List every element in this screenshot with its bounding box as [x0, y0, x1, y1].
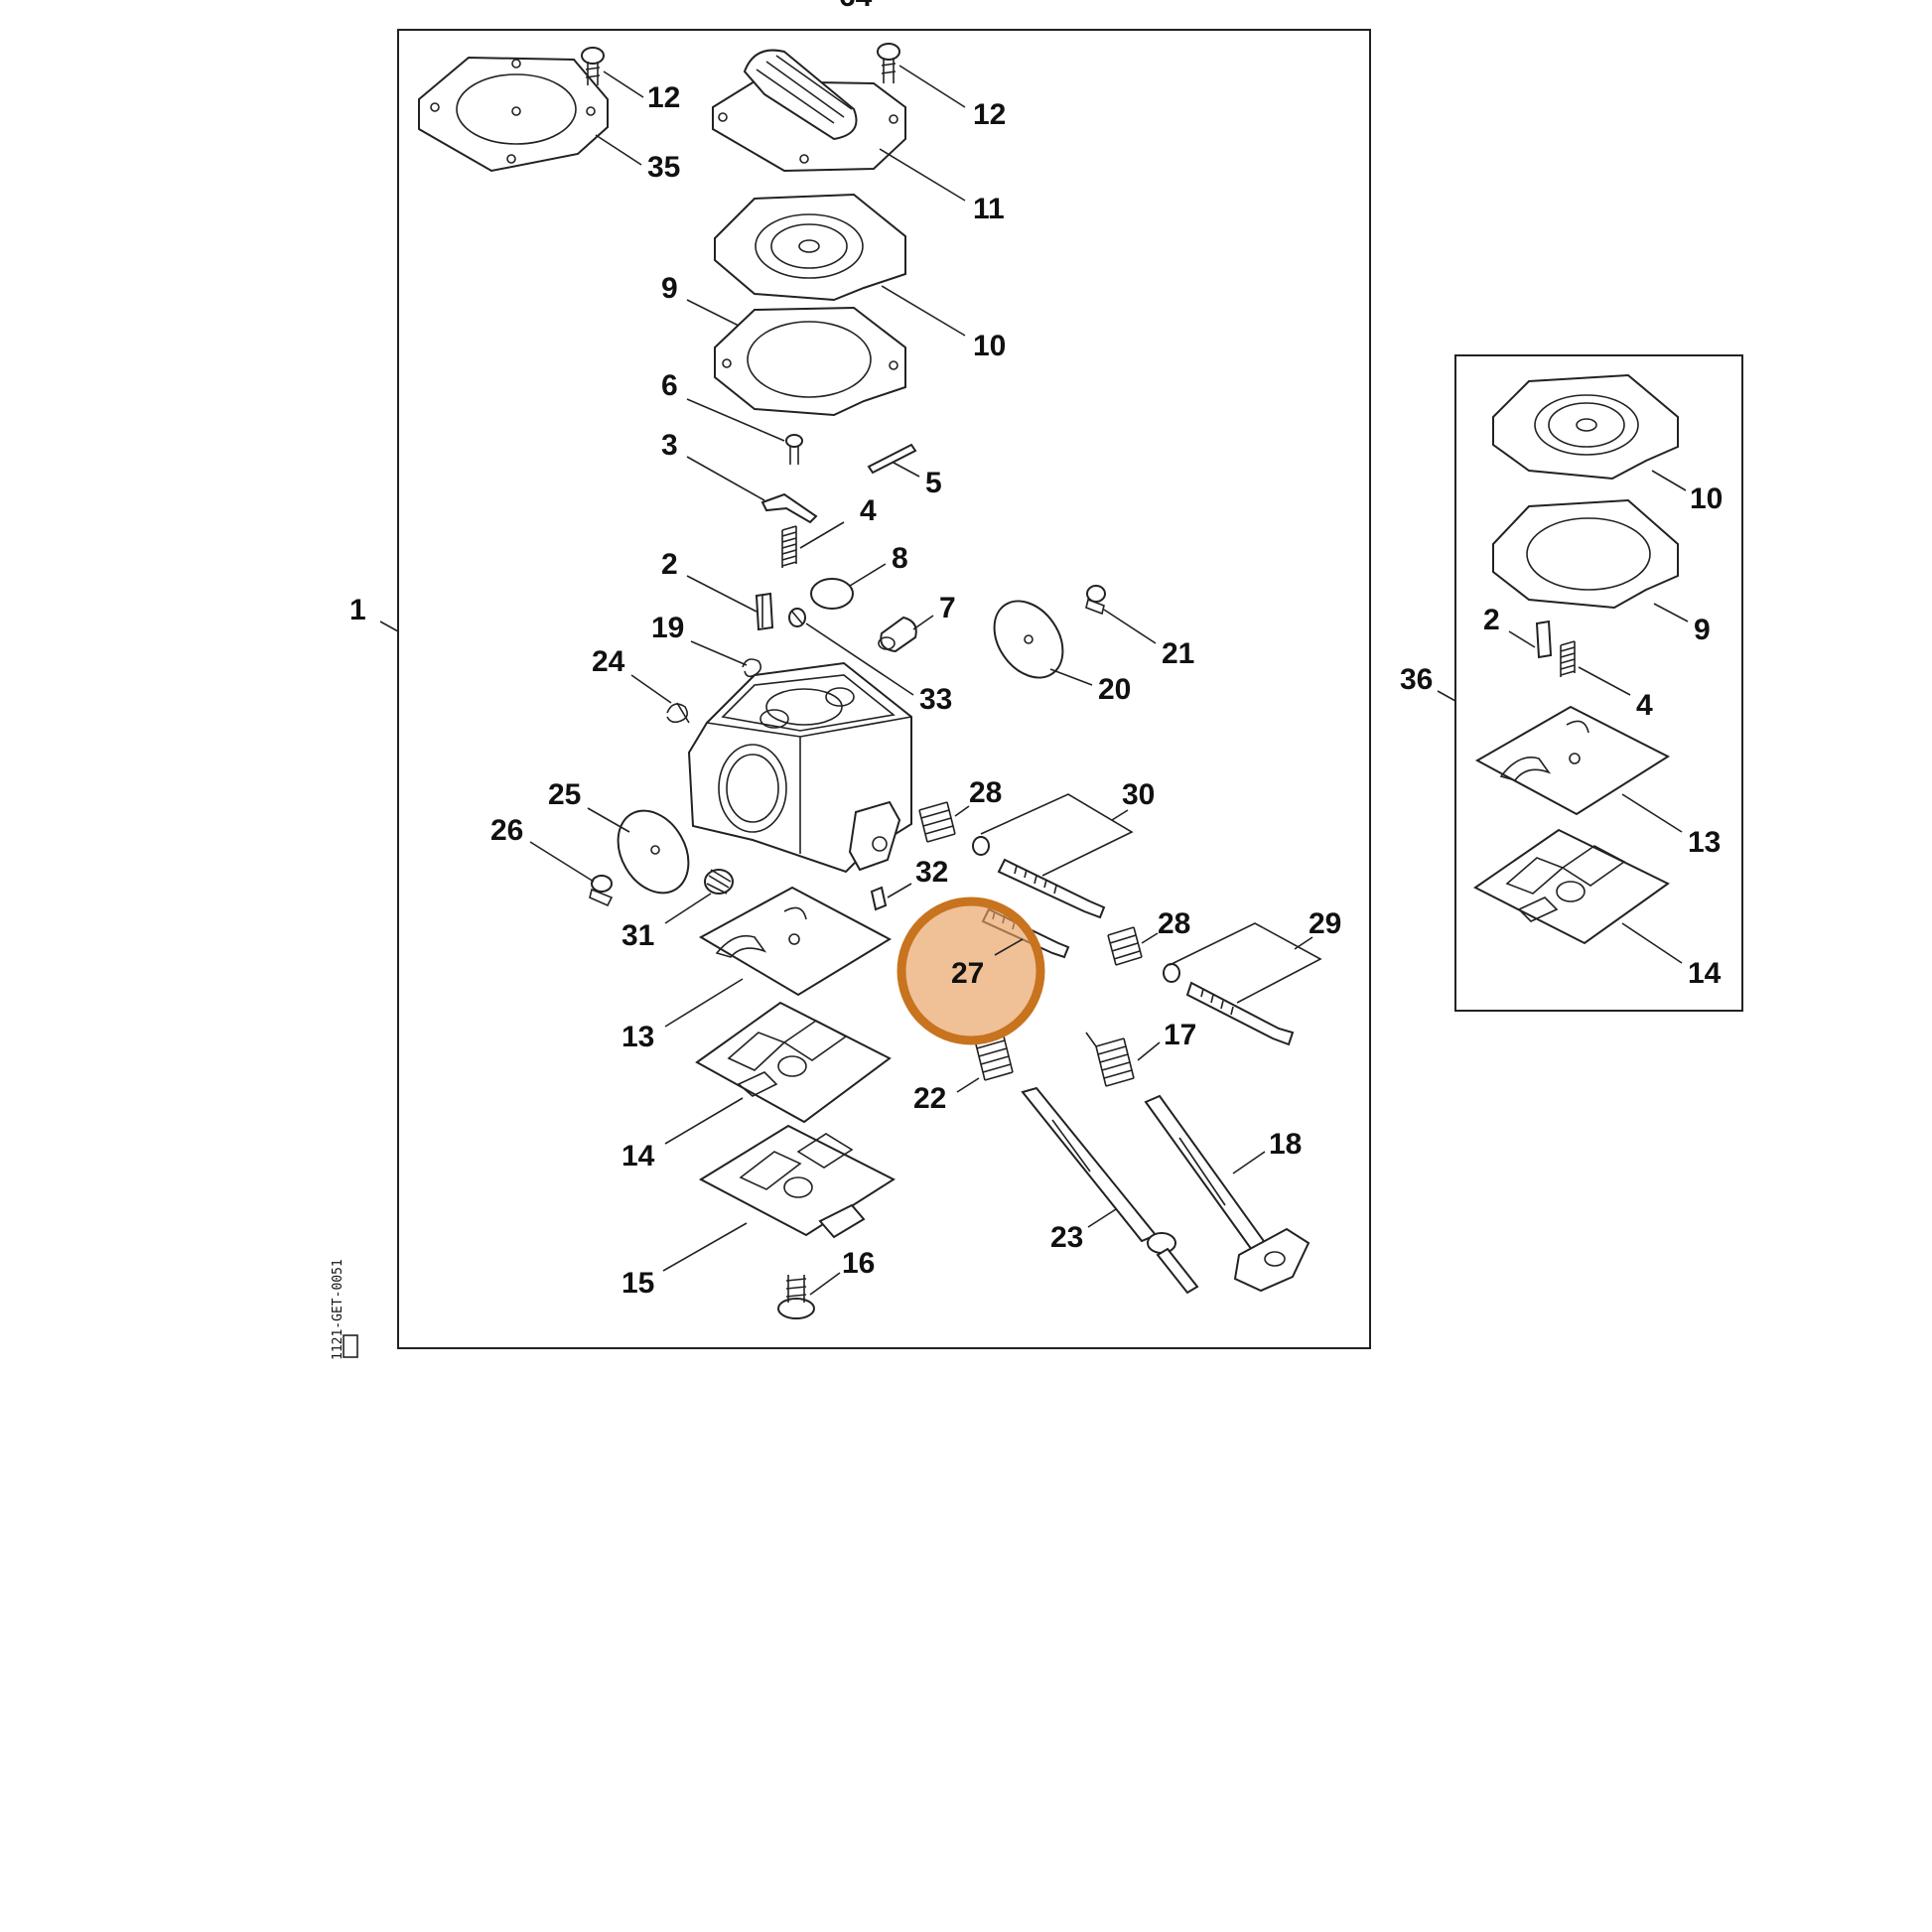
drawing-code: 1121-GET-0051 — [331, 1259, 345, 1360]
part-23-choke-shaft — [1021, 1086, 1199, 1295]
callout-24: 24 — [592, 645, 625, 678]
part-29-adjusting-screw — [1185, 981, 1295, 1046]
bracket-29 — [1169, 922, 1322, 1004]
part-11-intake-cover — [712, 49, 906, 173]
callout-9: 9 — [661, 272, 678, 305]
part-6-screw — [785, 434, 803, 465]
part-12-screw-left — [581, 47, 605, 85]
callout-21: 21 — [1162, 637, 1194, 670]
part-17-spring — [1085, 1032, 1135, 1087]
kit-callout-2: 2 — [1483, 604, 1500, 636]
callout-1: 1 — [349, 594, 366, 626]
callout-8: 8 — [892, 542, 908, 575]
callout-11: 11 — [973, 193, 1005, 225]
callout-6: 6 — [661, 369, 678, 402]
part-31-detent — [704, 869, 734, 895]
callout-7: 7 — [939, 592, 956, 624]
callout-33: 33 — [919, 683, 952, 716]
callouts-kit: 10 9 2 4 13 14 — [1483, 470, 1723, 990]
callout-29: 29 — [1309, 907, 1341, 940]
carburetor-body — [687, 661, 912, 874]
callout-19: 19 — [651, 612, 684, 644]
part-19-clip — [742, 658, 762, 678]
callouts-main: 12 35 12 11 10 9 6 3 5 4 2 8 7 19 33 24 … — [490, 65, 1341, 1300]
callout-18: 18 — [1269, 1128, 1302, 1161]
part-30-adjusting-screw — [997, 858, 1106, 919]
kit-part-2-needle — [1535, 620, 1553, 659]
callout-20: 20 — [1098, 673, 1131, 706]
kit-callout-10: 10 — [1690, 483, 1723, 515]
part-25-choke-shutter — [617, 809, 690, 895]
part-oring-upper — [972, 836, 990, 856]
callout-15: 15 — [621, 1267, 654, 1300]
callout-27[interactable]: 27 — [951, 957, 984, 990]
bracket-30 — [980, 793, 1134, 877]
top-cut-label: 64 — [839, 0, 873, 13]
kit-part-9-gasket — [1492, 498, 1679, 610]
part-7-fitting — [878, 616, 917, 653]
callout-4: 4 — [860, 494, 877, 527]
callout-31: 31 — [621, 919, 654, 952]
part-35-cover — [418, 56, 609, 173]
part-28-spring-upper — [918, 801, 956, 843]
kit-part-4-spring — [1560, 640, 1576, 677]
part-20-throttle-shutter — [993, 600, 1064, 679]
kit-callout-4: 4 — [1636, 689, 1653, 722]
kit-callout-14: 14 — [1688, 957, 1722, 990]
callout-23: 23 — [1050, 1221, 1083, 1254]
kit-part-14-diaphragm — [1473, 828, 1670, 945]
kit-part-10-cover — [1492, 373, 1679, 481]
kit-part-13-gasket — [1474, 705, 1671, 816]
part-4-spring — [781, 525, 797, 568]
callout-22: 22 — [913, 1082, 946, 1115]
part-12-screw-right — [877, 43, 900, 83]
part-33-plug — [788, 608, 806, 627]
part-9-gasket — [714, 306, 906, 417]
callout-13: 13 — [621, 1021, 654, 1053]
callout-26: 26 — [490, 814, 523, 847]
part-2-inlet-needle — [755, 592, 774, 631]
part-5-pin — [867, 443, 917, 475]
callout-10: 10 — [973, 330, 1006, 362]
part-28-spring-lower — [1107, 926, 1143, 966]
repair-kit-frame — [1454, 354, 1743, 1012]
part-3-lever — [760, 492, 818, 524]
highlight-marker-27[interactable]: 27 — [897, 897, 1045, 1045]
svg-text:1121-GET-0051: 1121-GET-0051 — [331, 1259, 345, 1360]
part-14-diaphragm — [695, 1001, 892, 1124]
main-assembly-frame — [397, 29, 1371, 1349]
callout-3: 3 — [661, 429, 678, 462]
highlight-circle[interactable] — [897, 897, 1045, 1045]
callout-28b: 28 — [1158, 907, 1190, 940]
callout-5: 5 — [925, 467, 942, 499]
part-26-screw — [589, 875, 614, 907]
drawing-code-box — [343, 1334, 358, 1358]
callout-32: 32 — [915, 856, 948, 889]
part-32-sleeve — [870, 886, 888, 911]
callout-17: 17 — [1164, 1019, 1196, 1051]
callout-14: 14 — [621, 1140, 655, 1173]
callout-12a: 12 — [647, 81, 680, 114]
part-24-clip — [666, 702, 690, 724]
callout-28a: 28 — [969, 776, 1002, 809]
callout-35: 35 — [647, 151, 680, 184]
part-10-cover — [714, 193, 906, 302]
part-oring-lower — [1163, 963, 1180, 983]
part-21-screw — [1085, 585, 1106, 616]
part-8-plug — [810, 578, 854, 610]
callout-16: 16 — [842, 1247, 875, 1280]
callout-12b: 12 — [973, 98, 1006, 131]
part-18-throttle-shaft — [1144, 1094, 1311, 1293]
callout-36: 36 — [1400, 663, 1433, 696]
kit-callout-9: 9 — [1694, 614, 1711, 646]
callout-2: 2 — [661, 548, 678, 581]
part-15-cover — [698, 1124, 897, 1239]
kit-callout-13: 13 — [1688, 826, 1721, 859]
part-16-screw — [777, 1275, 815, 1319]
callout-30: 30 — [1122, 778, 1155, 811]
callout-25: 25 — [548, 778, 581, 811]
part-13-gasket — [698, 886, 893, 997]
